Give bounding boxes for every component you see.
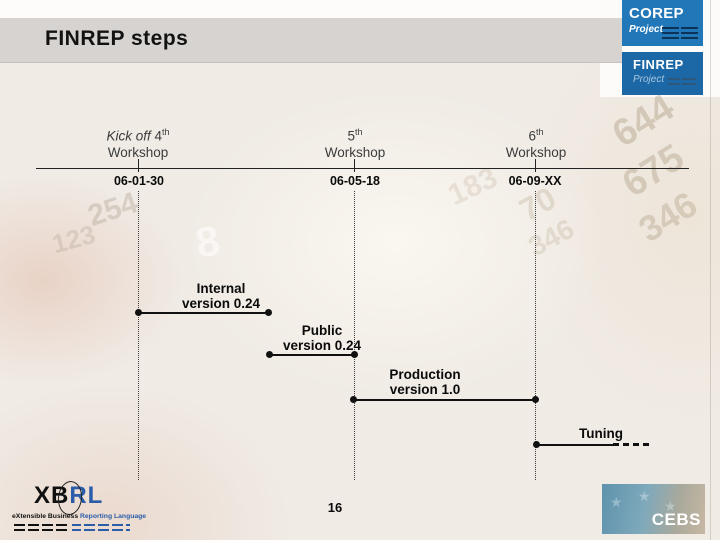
- finrep-logo-title: FINREP: [633, 57, 684, 72]
- corep-logo-stripes-icon: [662, 27, 698, 39]
- slide-edge-line: [710, 0, 711, 540]
- xbrl-stripes-icon: [14, 529, 130, 531]
- background-watermark: 675: [615, 136, 692, 206]
- bar-public-version: [266, 351, 358, 358]
- bar-label-public: Public version 0.24: [282, 323, 362, 353]
- bar-label-internal: Internal version 0.24: [181, 281, 261, 311]
- milestone-prefix: Kick off: [106, 128, 155, 144]
- milestone-label: 6th Workshop: [466, 124, 606, 161]
- milestone-date: 06-09-XX: [508, 174, 562, 188]
- cebs-logo-text: CEBS: [651, 510, 701, 529]
- bar-tuning: [533, 441, 613, 448]
- milestone-number: 4: [154, 128, 162, 144]
- finrep-logo-stripes-icon: [668, 78, 696, 85]
- bar-label-production: Production version 1.0: [389, 367, 461, 397]
- milestone-line2: Workshop: [324, 144, 386, 160]
- cebs-logo: ★ ★ ★ CEBS: [602, 484, 705, 534]
- xbrl-logo: XBRL eXtensible Business Reporting Langu…: [12, 479, 146, 537]
- milestone-line2: Workshop: [505, 144, 567, 160]
- dotted-dropline: [354, 191, 356, 480]
- milestone-ordinal: th: [536, 127, 544, 137]
- background-watermark: 123: [48, 218, 99, 260]
- xbrl-logo-wordmark: XBRL: [34, 482, 104, 509]
- milestone-number: 5: [347, 128, 355, 144]
- page-title: FINREP steps: [45, 27, 189, 50]
- milestone-ordinal: th: [355, 127, 363, 137]
- milestone-label: 5th Workshop: [285, 124, 425, 161]
- milestone-date: 06-01-30: [113, 174, 165, 188]
- milestone-number: 6: [528, 128, 536, 144]
- corep-logo-title: COREP: [629, 5, 684, 22]
- timeline-tick: [354, 159, 355, 172]
- title-band: FINREP steps: [0, 18, 622, 63]
- timeline-tick: [535, 159, 536, 172]
- milestone-label: Kick off 4th Workshop: [68, 124, 208, 161]
- corep-project-logo: COREP Project: [622, 0, 703, 46]
- milestone-date: 06-05-18: [329, 174, 381, 188]
- milestone-line2: Workshop: [107, 144, 169, 160]
- corep-logo-subtitle: Project: [629, 24, 663, 35]
- background-watermark: 254: [83, 186, 142, 233]
- bar-production-version: [350, 396, 539, 403]
- finrep-project-logo: FINREP Project: [622, 52, 703, 95]
- background-watermark: 8: [192, 216, 224, 267]
- timeline-axis: [36, 168, 689, 169]
- dotted-dropline: [535, 191, 537, 480]
- bar-label-tuning: Tuning: [579, 426, 623, 441]
- top-margin: [0, 0, 720, 18]
- dotted-dropline: [138, 191, 140, 480]
- milestone-ordinal: th: [162, 127, 170, 137]
- background-watermark: 346: [631, 183, 705, 250]
- background-watermark: 346: [523, 212, 580, 263]
- timeline-tick: [138, 159, 139, 172]
- xbrl-stripes-icon: [14, 524, 130, 526]
- star-icon: ★: [610, 494, 623, 510]
- xbrl-tagline: eXtensible Business Reporting Language: [12, 513, 147, 520]
- star-icon: ★: [638, 488, 651, 504]
- star-icon: ★: [664, 498, 677, 514]
- finrep-logo-subtitle: Project: [633, 74, 665, 85]
- bar-internal-version: [135, 309, 272, 316]
- bar-tuning-dashed-tail: [613, 443, 649, 446]
- page-number: 16: [327, 500, 343, 515]
